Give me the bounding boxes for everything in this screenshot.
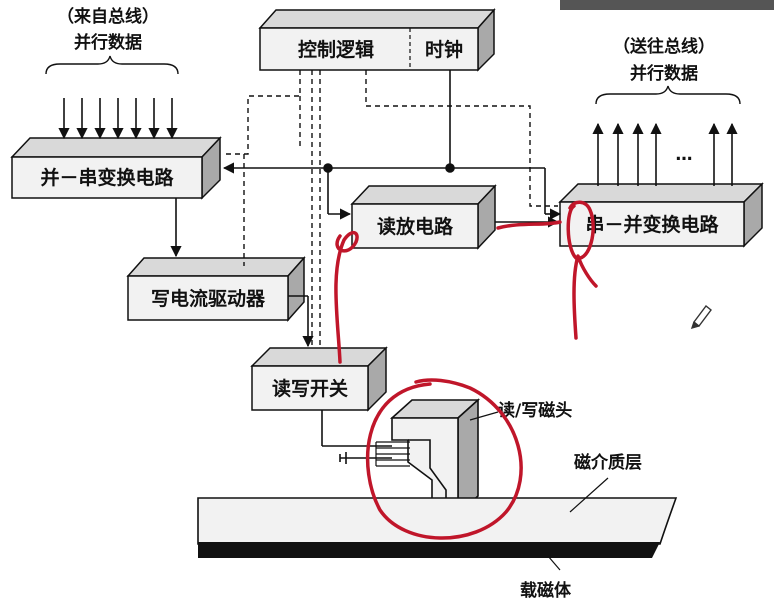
pen-cursor-icon bbox=[690, 305, 712, 330]
serial-to-parallel-block: 串－并变换电路 bbox=[558, 182, 764, 248]
to-bus-caption-line2: 并行数据 bbox=[630, 63, 698, 84]
write-driver-label: 写电流驱动器 bbox=[151, 287, 266, 310]
control-logic-label: 控制逻辑 bbox=[298, 38, 374, 61]
from-bus-caption-line2: 并行数据 bbox=[74, 32, 142, 53]
ellipsis-label: … bbox=[676, 145, 693, 165]
rw-switch-label: 读写开关 bbox=[272, 377, 348, 400]
parallel-to-serial-block: 并－串变换电路 bbox=[10, 136, 222, 200]
data-path-lines bbox=[170, 70, 562, 464]
parallel-to-serial-label: 并－串变换电路 bbox=[40, 166, 174, 189]
from-bus-caption-line1: （来自总线） bbox=[57, 6, 159, 27]
substrate-caption: 载磁体 bbox=[520, 580, 572, 601]
read-amp-block: 读放电路 bbox=[350, 184, 497, 250]
medium-layer-caption: 磁介质层 bbox=[574, 452, 642, 473]
outgoing-data-arrows bbox=[592, 122, 738, 186]
annotation-tick-sp bbox=[572, 254, 598, 340]
serial-to-parallel-label: 串－并变换电路 bbox=[585, 213, 719, 236]
to-bus-caption-line1: （送往总线） bbox=[613, 36, 715, 57]
annotation-circle-head bbox=[365, 378, 523, 540]
read-amp-label: 读放电路 bbox=[377, 215, 454, 238]
red-annotations bbox=[334, 200, 598, 540]
control-lines bbox=[222, 70, 558, 346]
magnetic-medium bbox=[197, 477, 678, 571]
rw-head-caption: 读/写磁头 bbox=[498, 400, 572, 421]
annotation-line-readamp bbox=[496, 220, 562, 230]
annotation-circle-sp bbox=[566, 200, 595, 260]
cropped-header-fragment bbox=[560, 0, 774, 10]
head-coil bbox=[375, 441, 410, 467]
control-logic-block: 控制逻辑 时钟 bbox=[258, 8, 496, 72]
from-bus-brace bbox=[45, 55, 179, 75]
annotation-arrow-up bbox=[334, 230, 359, 364]
rw-head bbox=[375, 398, 499, 516]
rw-switch-block: 读写开关 bbox=[250, 346, 388, 412]
clock-label: 时钟 bbox=[425, 38, 463, 61]
to-bus-brace bbox=[595, 85, 741, 105]
write-driver-block: 写电流驱动器 bbox=[126, 256, 306, 322]
incoming-data-arrows bbox=[58, 98, 178, 140]
